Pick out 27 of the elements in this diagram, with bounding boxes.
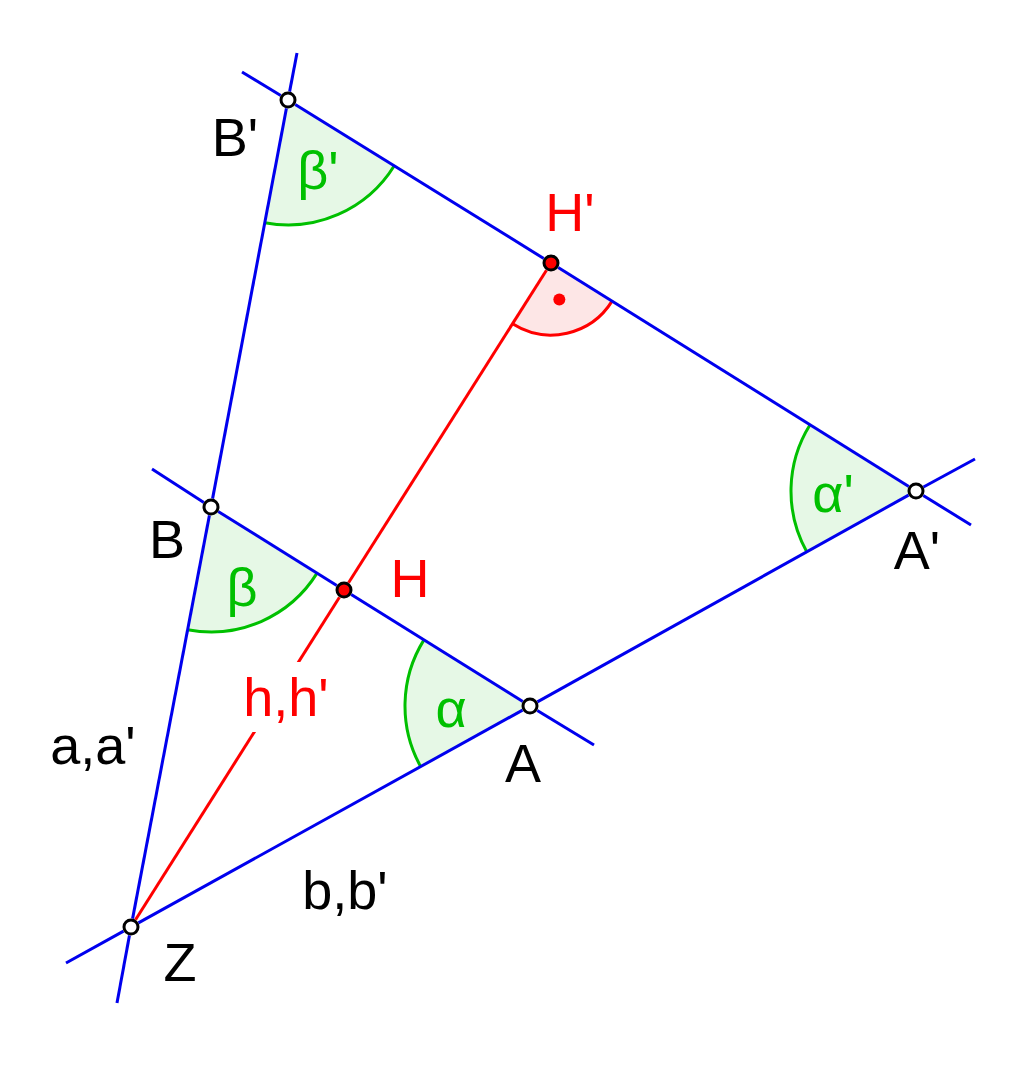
- line-segment: [131, 515, 211, 919]
- point-marker: [521, 697, 539, 715]
- point-label: Z: [163, 935, 197, 989]
- point-marker: [122, 918, 140, 936]
- line-segment: [217, 510, 338, 587]
- line-segment: [137, 708, 524, 925]
- angle-label: α': [812, 466, 854, 520]
- point-label: B': [211, 110, 259, 164]
- point-marker: [907, 482, 925, 500]
- angle-label: α: [435, 681, 467, 735]
- point-label: A': [893, 523, 941, 577]
- point-label: B: [149, 512, 185, 566]
- point-label: A: [505, 736, 541, 790]
- line-label: b,b': [302, 863, 388, 917]
- point-marker: [279, 91, 297, 109]
- point-marker: [542, 254, 560, 272]
- line-segment: [211, 108, 288, 499]
- line-segment: [536, 493, 910, 704]
- line-segment: [557, 266, 910, 488]
- line-segment: [347, 269, 548, 584]
- line-segment: [294, 103, 545, 260]
- point-marker: [202, 498, 220, 516]
- point-marker: [335, 581, 353, 599]
- line-segment: [350, 593, 524, 703]
- point-label: H': [545, 185, 595, 239]
- line-label: a,a': [50, 718, 136, 772]
- point-label: H: [390, 551, 430, 605]
